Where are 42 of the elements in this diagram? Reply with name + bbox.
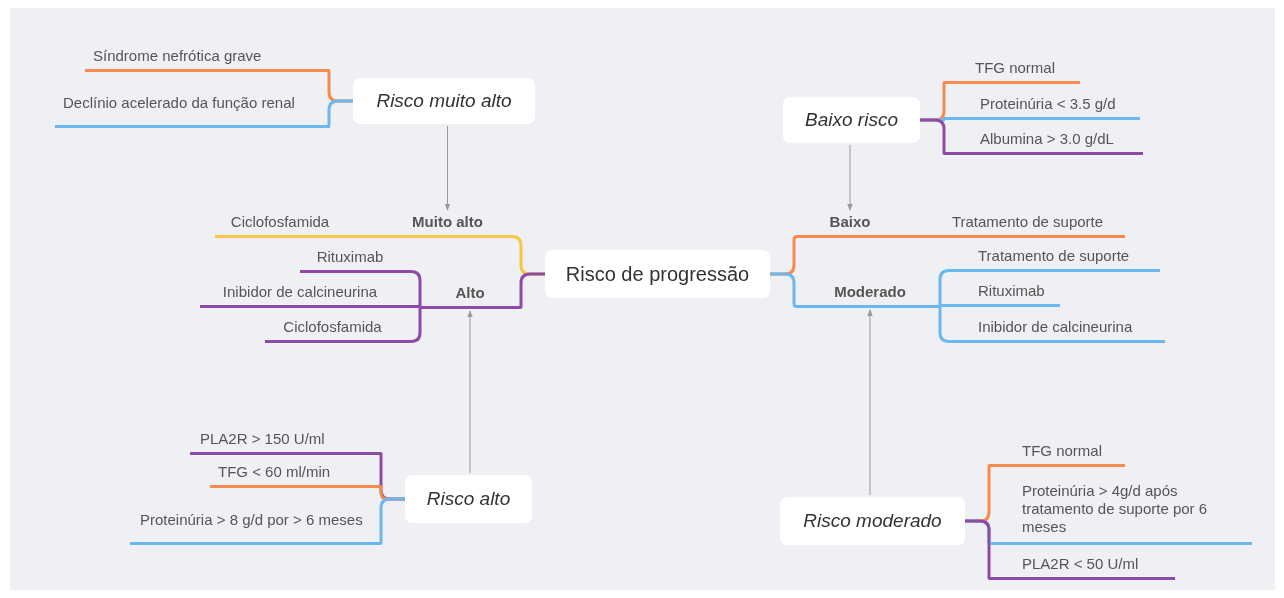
topic-label: Rituximab <box>300 247 400 273</box>
branch-line <box>327 99 353 128</box>
topic-label: PLA2R > 150 U/ml <box>190 429 380 455</box>
topic-label: Albumina > 3.0 g/dL <box>945 129 1143 155</box>
topic-label: PLA2R < 50 U/ml <box>990 554 1175 580</box>
branch-line <box>938 304 960 308</box>
topic-label: Inibidor de calcineurina <box>960 317 1165 343</box>
topic-label: Declínio acelerado da função renal <box>55 84 330 128</box>
risk-box: Baixo risco <box>783 97 920 143</box>
branch-line <box>400 305 422 309</box>
arrow <box>467 310 473 474</box>
topic-label: TFG normal <box>945 58 1080 84</box>
topic-label: Inibidor de calcineurina <box>200 282 400 308</box>
branch-label: Muito alto <box>395 212 500 238</box>
risk-box: Risco moderado <box>780 497 965 545</box>
branch-line <box>770 272 800 308</box>
topic-label: Ciclofosfamida <box>265 317 400 343</box>
topic-label: Rituximab <box>960 281 1060 307</box>
arrow <box>444 125 451 211</box>
arrow <box>847 144 853 211</box>
topic-label: Proteinúria < 3.5 g/d <box>965 94 1140 120</box>
arrow <box>867 309 873 496</box>
branch-label: Baixo <box>800 212 900 238</box>
branch-line <box>378 497 405 545</box>
topic-label: TFG < 60 ml/min <box>210 462 380 488</box>
topic-label: Proteinúria > 4g/d após tratamento de suporte por 6 meses <box>990 479 1252 545</box>
branch-line <box>965 519 992 580</box>
topic-label: Tratamento de suporte <box>930 212 1125 238</box>
topic-label: TFG normal <box>990 441 1125 467</box>
branch-label: Alto <box>420 283 520 309</box>
topic-label: Proteinúria > 8 g/d por > 6 meses <box>130 501 380 545</box>
risk-box: Risco alto <box>405 475 532 523</box>
topic-label: Síndrome nefrótica grave <box>85 46 330 72</box>
topic-label: Tratamento de suporte <box>960 246 1160 272</box>
branch-line <box>900 235 930 238</box>
topic-label: Ciclofosfamida <box>215 212 345 238</box>
risk-box: Risco muito alto <box>353 78 535 124</box>
branch-line <box>518 272 545 309</box>
branch-line <box>345 235 395 238</box>
central-topic-box: Risco de progressão <box>545 250 770 298</box>
branch-label: Moderado <box>800 282 940 308</box>
branch-line <box>920 118 947 155</box>
